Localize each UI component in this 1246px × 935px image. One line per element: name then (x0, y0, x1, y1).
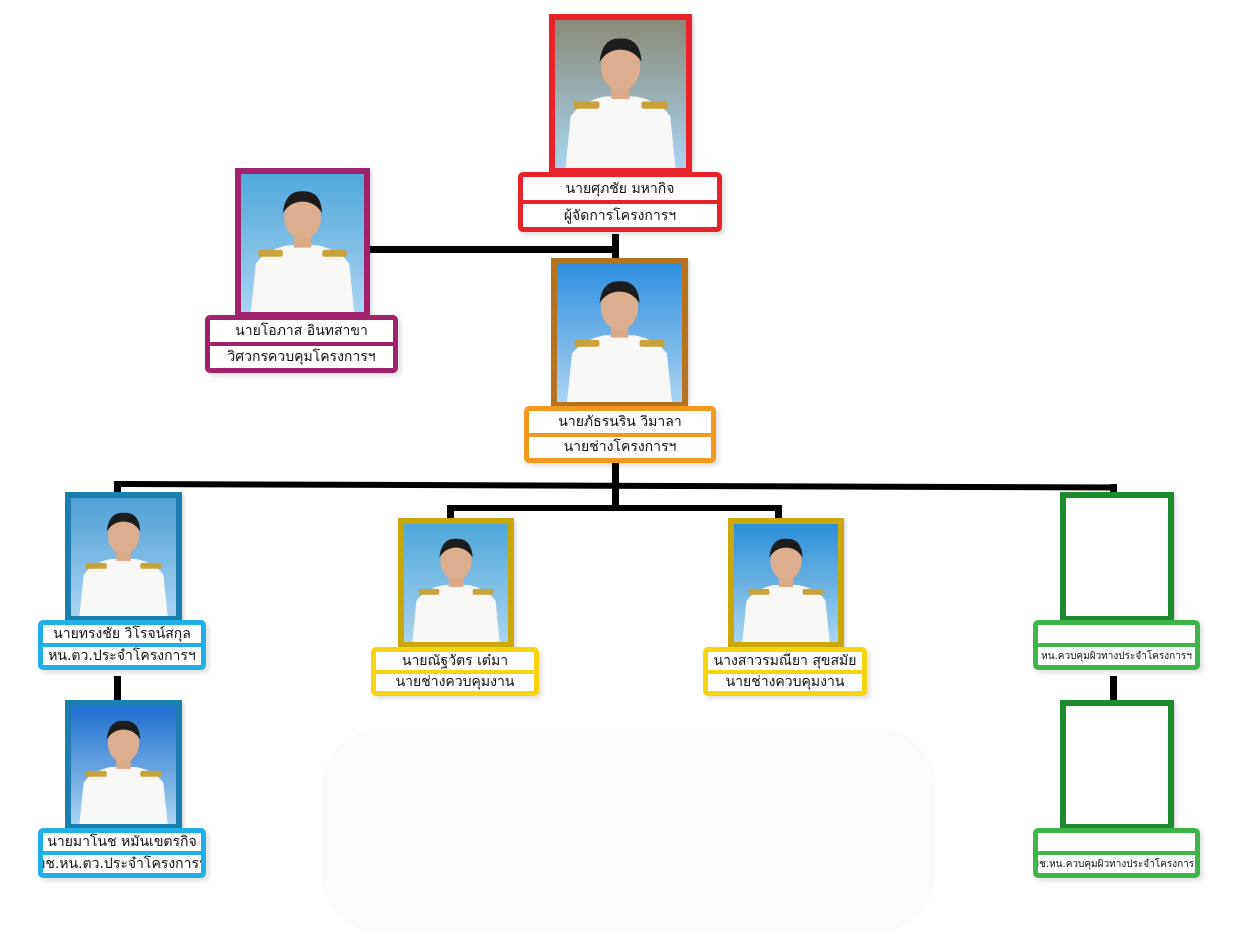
supervisor-2-portrait-photo (734, 524, 838, 642)
supervisor-2-photo-frame (728, 518, 844, 648)
project-technician-name: นายภัธรนริน วิมาลา (558, 413, 682, 430)
manager-portrait-photo (555, 20, 686, 168)
supervisor-1-label-box: นายณัฐวัตร เต๋มานายช่างควบคุมงาน (371, 647, 539, 696)
connector-line (366, 246, 618, 253)
connector-line (114, 481, 121, 495)
connector-line (612, 234, 619, 260)
supervisor-1-position: นายช่างควบคุมงาน (376, 669, 534, 692)
connector-line (1110, 484, 1117, 496)
engineer-label-box: นายโอภาส อินทสาขาวิศวกรควบคุมโครงการฯ (205, 315, 398, 373)
supervisor-2-position: นายช่างควบคุมงาน (708, 669, 862, 692)
inspection-assistant-portrait-photo (71, 706, 176, 824)
connector-line (114, 676, 121, 704)
inspection-head-photo-frame (65, 492, 182, 622)
surface-head-photo-frame (1060, 492, 1174, 622)
inspection-assistant-position: ผช.หน.ตว.ประจำโครงการฯ (43, 851, 201, 873)
surface-assistant-photo-frame (1060, 700, 1174, 830)
inspection-head-name: นายทรงชัย วิโรจน์สกุล (53, 626, 191, 642)
manager-label-box: นายศุภชัย มหากิจผู้จัดการโครงการฯ (518, 172, 722, 232)
project-technician-portrait-photo (557, 264, 682, 402)
manager-position: ผู้จัดการโครงการฯ (523, 200, 717, 227)
supervisor-2-label-box: นางสาวรมณียา สุขสมัยนายช่างควบคุมงาน (703, 647, 867, 696)
supervisor-1-photo-frame (398, 518, 514, 648)
manager-photo-frame (549, 14, 692, 174)
engineer-portrait-photo (241, 174, 364, 312)
surface-assistant-name (1038, 833, 1195, 851)
faded-background-panel (322, 728, 935, 933)
connector-line (1110, 676, 1117, 704)
surface-head-label-box: หน.ควบคุมผิวทางประจำโครงการฯ (1033, 620, 1200, 670)
manager-name: นายศุภชัย มหากิจ (565, 180, 675, 197)
supervisor-2-name: นางสาวรมณียา สุขสมัย (713, 652, 857, 669)
connector-line (447, 505, 454, 521)
project-technician-photo-frame (551, 258, 688, 408)
inspection-assistant-name: นายมาโนช หมั่นเขตรกิจ (47, 834, 197, 850)
project-technician-label-box: นายภัธรนริน วิมาลานายช่างโครงการฯ (524, 406, 716, 463)
connector-line (775, 505, 782, 521)
inspection-assistant-photo-frame (65, 700, 182, 830)
inspection-assistant-label-box: นายมาโนช หมั่นเขตรกิจผช.หน.ตว.ประจำโครงก… (38, 828, 206, 878)
engineer-position: วิศวกรควบคุมโครงการฯ (210, 342, 393, 368)
engineer-photo-frame (235, 168, 370, 318)
connector-line (447, 505, 781, 511)
project-technician-position: นายช่างโครงการฯ (529, 432, 711, 459)
inspection-head-portrait-photo (71, 498, 176, 616)
surface-assistant-position: ผช.หน.ควบคุมผิวทางประจำโครงการฯ (1038, 851, 1195, 873)
surface-head-position: หน.ควบคุมผิวทางประจำโครงการฯ (1038, 643, 1195, 665)
inspection-head-label-box: นายทรงชัย วิโรจน์สกุลหน.ตว.ประจำโครงการฯ (38, 620, 206, 670)
engineer-name: นายโอภาส อินทสาขา (235, 323, 368, 339)
inspection-head-position: หน.ตว.ประจำโครงการฯ (43, 643, 201, 665)
surface-head-name (1038, 625, 1195, 643)
supervisor-1-portrait-photo (404, 524, 508, 642)
supervisor-1-name: นายณัฐวัตร เต๋มา (401, 652, 509, 669)
surface-assistant-label-box: ผช.หน.ควบคุมผิวทางประจำโครงการฯ (1033, 828, 1200, 878)
